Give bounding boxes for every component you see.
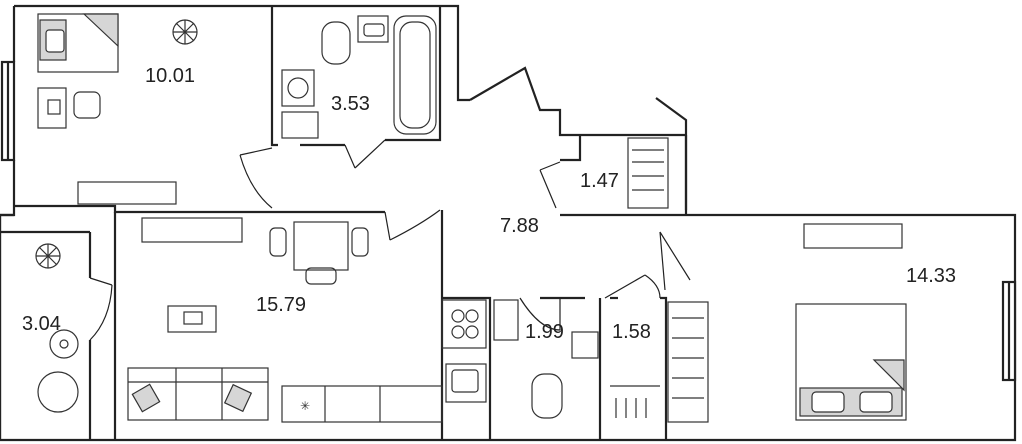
- cushion-right: [223, 383, 253, 413]
- dining-table: [293, 221, 349, 271]
- bed-large: [795, 303, 907, 421]
- kitchen-sink: [445, 363, 487, 403]
- chair: [73, 91, 101, 119]
- toilet-sink: [571, 331, 599, 359]
- wall-balcony-right: [0, 230, 92, 440]
- area-bedroom-large: 14.33: [906, 265, 956, 287]
- stove: [441, 299, 487, 349]
- wall-wardrobe: [560, 135, 688, 210]
- laptop-desk: [167, 305, 217, 333]
- door-balcony: [89, 277, 113, 341]
- dresser: [77, 181, 177, 205]
- wardrobe-large: [667, 301, 709, 423]
- area-hallway: 7.88: [500, 215, 539, 237]
- wardrobe-rack: [627, 137, 669, 209]
- armchair: [37, 371, 79, 413]
- area-balcony: 3.04: [22, 313, 61, 335]
- area-toilet: 1.99: [525, 321, 564, 343]
- chair-right: [351, 227, 369, 257]
- side-table: [49, 329, 79, 359]
- wall-toilet-closet: [598, 296, 668, 440]
- desk: [37, 87, 67, 129]
- wall-bedroom-bath: [270, 6, 278, 147]
- area-closet: 1.58: [612, 321, 651, 343]
- tv-cabinet: [803, 223, 903, 249]
- chair-left: [269, 227, 287, 257]
- sofa: [127, 367, 269, 421]
- door-hall: [384, 209, 441, 241]
- area-living-kitchen: 15.79: [256, 294, 306, 316]
- plant-icon: [172, 19, 198, 45]
- furniture: ✳: [35, 13, 907, 423]
- sink: [357, 15, 389, 43]
- outer-wall-top: [14, 4, 470, 102]
- wall-bedroom-bottom: [14, 204, 385, 214]
- bathtub: [393, 15, 437, 135]
- pillow-right: [859, 391, 893, 413]
- area-bathroom: 3.53: [331, 93, 370, 115]
- closet-rack: [610, 385, 660, 418]
- doors: [89, 139, 691, 341]
- washing-machine: [281, 69, 315, 107]
- bath-cabinet: [281, 111, 319, 139]
- pillow-left: [811, 391, 845, 413]
- toilet-cabinet: [493, 299, 519, 341]
- area-labels: 10.01 3.53 1.47 7.88 14.33 3.04 15.79 1.…: [22, 65, 956, 343]
- door-bedroom: [239, 147, 273, 209]
- wall-hall-diag-1: [469, 66, 686, 137]
- wall-bath-bottom: [300, 6, 442, 147]
- chair-bottom: [305, 267, 337, 285]
- door-bedroom-large: [659, 231, 691, 291]
- area-wardrobe: 1.47: [580, 170, 619, 192]
- cushion-left: [131, 383, 161, 413]
- pillow-icon: [45, 29, 65, 53]
- outer-wall-left-gap: [0, 213, 14, 440]
- toilet-bath: [321, 21, 351, 65]
- area-bedroom-small: 10.01: [145, 65, 195, 87]
- kitchen-counter: [281, 385, 443, 423]
- plant-icon: [35, 243, 61, 269]
- kitchen-shelf: [141, 217, 243, 243]
- door-bath: [344, 139, 386, 169]
- toilet-bowl: [531, 373, 563, 419]
- door-toilet: [519, 297, 561, 331]
- door-wardrobe: [539, 161, 561, 209]
- door-closet: [604, 274, 661, 299]
- svg-text:✳: ✳: [300, 399, 310, 413]
